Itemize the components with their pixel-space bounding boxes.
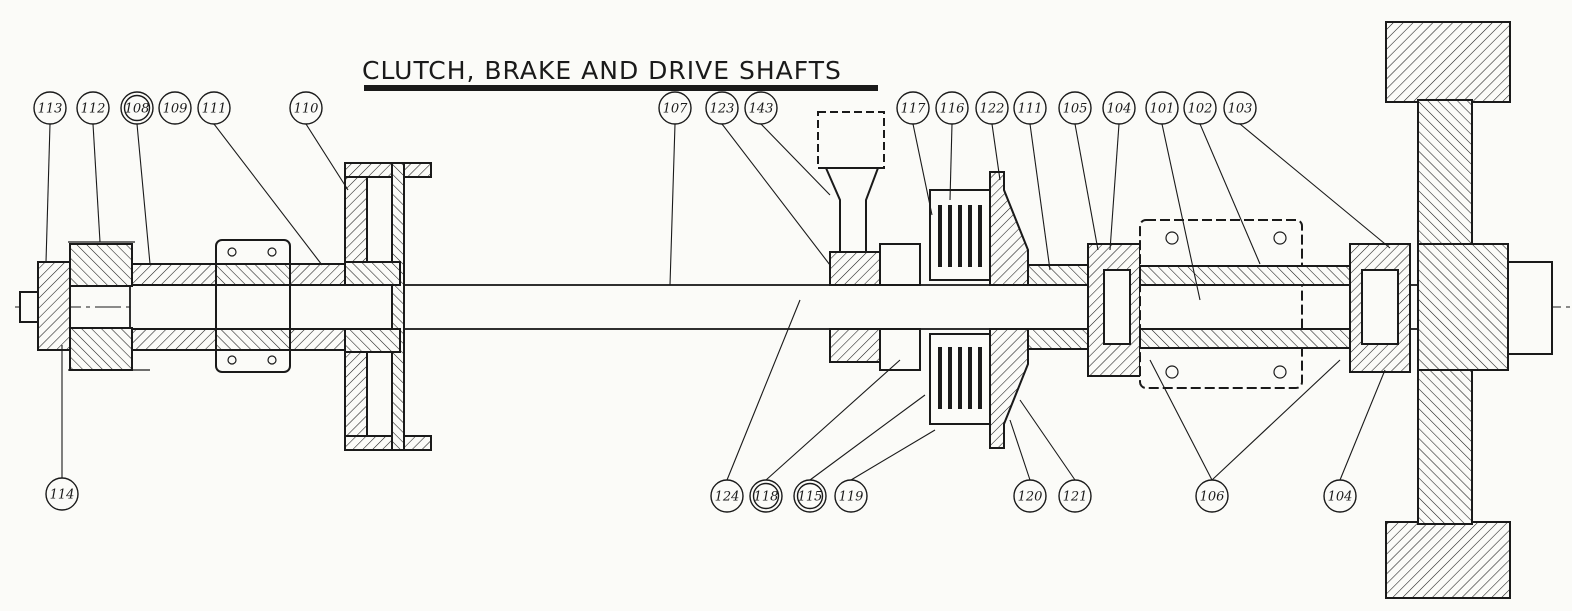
callout-balloon-120: 120 bbox=[1013, 479, 1047, 513]
callout-label: 104 bbox=[1107, 102, 1132, 117]
callout-balloon-111: 111 bbox=[1013, 91, 1047, 125]
leader-lines bbox=[45, 123, 1391, 481]
callout-balloon-103: 103 bbox=[1223, 91, 1257, 125]
callout-label: 112 bbox=[81, 102, 106, 117]
sleeve-lower bbox=[131, 328, 219, 351]
callout-balloon-104: 104 bbox=[1323, 479, 1357, 513]
callout-label: 108 bbox=[125, 102, 150, 117]
callout-balloon-105: 105 bbox=[1058, 91, 1092, 125]
callout-balloon-122: 122 bbox=[975, 91, 1009, 125]
callout-balloon-118: 118 bbox=[749, 479, 783, 513]
callout-label: 120 bbox=[1018, 490, 1043, 505]
callout-balloon-107: 107 bbox=[658, 91, 692, 125]
callout-label: 111 bbox=[1018, 102, 1043, 117]
drive-shaft bbox=[129, 284, 1536, 330]
callout-label: 121 bbox=[1063, 490, 1088, 505]
clutch-collar-upper bbox=[829, 251, 881, 286]
callout-balloon-143: 143 bbox=[744, 91, 778, 125]
callout-label: 115 bbox=[798, 490, 823, 505]
callout-label: 124 bbox=[715, 490, 740, 505]
callout-balloon-106: 106 bbox=[1195, 479, 1229, 513]
end-nut bbox=[37, 261, 71, 351]
shift-arm-head bbox=[817, 111, 885, 169]
callout-balloon-110: 110 bbox=[289, 91, 323, 125]
shaft-end-cap bbox=[1507, 261, 1553, 355]
callout-balloon-123: 123 bbox=[705, 91, 739, 125]
clutch-collar-lower bbox=[829, 328, 881, 363]
callout-label: 114 bbox=[50, 488, 75, 503]
callout-group: 113 112 108 109 111 110 107 123 143 117 116 122 111 1… bbox=[33, 91, 1357, 513]
callout-balloon-116: 116 bbox=[935, 91, 969, 125]
callout-label: 102 bbox=[1188, 102, 1213, 117]
callout-label: 111 bbox=[202, 102, 227, 117]
callout-label: 113 bbox=[38, 102, 63, 117]
callout-balloon-113: 113 bbox=[33, 91, 67, 125]
callout-label: 107 bbox=[663, 102, 689, 117]
hub-upper bbox=[69, 243, 133, 287]
flywheel-rim-bottom bbox=[1385, 521, 1511, 599]
callout-balloon-115: 115 bbox=[793, 479, 827, 513]
callout-balloon-108: 108 bbox=[120, 91, 154, 125]
sleeve-upper bbox=[131, 263, 219, 286]
callout-label: 122 bbox=[980, 102, 1005, 117]
callout-balloon-119: 119 bbox=[834, 479, 868, 513]
callout-label: 106 bbox=[1200, 490, 1225, 505]
callout-label: 118 bbox=[754, 490, 779, 505]
title-underline bbox=[364, 85, 878, 91]
callout-balloon-104: 104 bbox=[1102, 91, 1136, 125]
callout-balloon-102: 102 bbox=[1183, 91, 1217, 125]
callout-label: 116 bbox=[940, 102, 965, 117]
callout-balloon-114: 114 bbox=[45, 477, 79, 511]
callout-label: 110 bbox=[294, 102, 319, 117]
callout-label: 109 bbox=[163, 102, 188, 117]
callout-label: 101 bbox=[1150, 102, 1175, 117]
callout-label: 123 bbox=[710, 102, 735, 117]
hub-lower bbox=[69, 327, 133, 371]
callout-label: 143 bbox=[749, 102, 774, 117]
callout-label: 103 bbox=[1228, 102, 1253, 117]
flywheel-rim-top bbox=[1385, 21, 1511, 103]
callout-balloon-112: 112 bbox=[76, 91, 110, 125]
clutch-housing-lower bbox=[989, 328, 1029, 449]
callout-balloon-101: 101 bbox=[1145, 91, 1179, 125]
bearing-block bbox=[215, 239, 291, 373]
callout-label: 104 bbox=[1328, 490, 1353, 505]
callout-balloon-117: 117 bbox=[896, 91, 930, 125]
callout-balloon-109: 109 bbox=[158, 91, 192, 125]
clutch-housing-upper bbox=[989, 171, 1029, 286]
callout-balloon-124: 124 bbox=[710, 479, 744, 513]
callout-balloon-121: 121 bbox=[1058, 479, 1092, 513]
callout-balloon-111: 111 bbox=[197, 91, 231, 125]
callout-label: 105 bbox=[1063, 102, 1088, 117]
shift-arm bbox=[824, 167, 880, 253]
callout-label: 117 bbox=[901, 102, 927, 117]
callout-label: 119 bbox=[839, 490, 864, 505]
diagram-title: CLUTCH, BRAKE AND DRIVE SHAFTS bbox=[362, 56, 842, 85]
pillow-block bbox=[1139, 219, 1303, 389]
